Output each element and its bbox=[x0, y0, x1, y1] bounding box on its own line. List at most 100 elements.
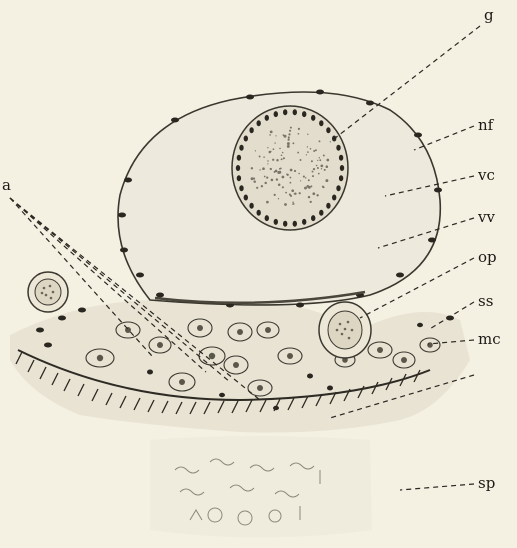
chromatin-bead bbox=[302, 219, 306, 225]
nucleoplasm-speck bbox=[310, 201, 312, 203]
chromatin-bead bbox=[274, 111, 278, 117]
nucleoplasm-speck bbox=[282, 186, 284, 188]
nucleoplasm-speck bbox=[270, 131, 273, 134]
chromatin-bead bbox=[302, 111, 306, 117]
chromatin-bead bbox=[239, 185, 243, 191]
nucleoplasm-speck bbox=[289, 194, 291, 196]
nucleoplasm-speck bbox=[264, 182, 266, 184]
nucleoplasm-speck bbox=[282, 176, 285, 179]
nucleoplasm-speck bbox=[322, 165, 323, 166]
label-mc: mc bbox=[478, 330, 501, 348]
nucleoplasm-speck bbox=[251, 167, 253, 169]
nucleoplasm-speck bbox=[307, 146, 308, 147]
nucleoplasm-speck bbox=[253, 180, 256, 183]
label-a: a bbox=[2, 176, 11, 194]
chromatin-bead bbox=[237, 175, 241, 181]
chromatin-bead bbox=[249, 203, 253, 209]
nucleoplasm-speck bbox=[267, 160, 268, 161]
nucleoplasm-speck bbox=[269, 134, 271, 136]
nucleoplasm-speck bbox=[275, 135, 276, 136]
nucleoplasm-speck bbox=[286, 173, 287, 174]
nucleoplasm-speck bbox=[305, 177, 306, 178]
label-vv: vv bbox=[477, 208, 495, 226]
nucleoplasm-speck bbox=[312, 192, 315, 195]
nucleoplasm-speck bbox=[312, 175, 314, 177]
nucleoplasm-speck bbox=[325, 179, 328, 182]
nucleoplasm-speck bbox=[310, 185, 312, 187]
chromatin-bead bbox=[283, 221, 287, 227]
nucleoplasm-speck bbox=[273, 148, 275, 150]
chromatin-bead bbox=[274, 219, 278, 225]
nucleoplasm-speck bbox=[288, 133, 290, 135]
label-vc: vc bbox=[477, 166, 495, 184]
nucleoplasm-speck bbox=[270, 151, 271, 152]
nucleoplasm-speck bbox=[326, 159, 329, 162]
nucleoplasm-speck bbox=[313, 150, 315, 152]
germinal-vesicle bbox=[232, 106, 348, 230]
nucleoplasm-speck bbox=[318, 173, 320, 175]
chromatin-bead bbox=[236, 165, 240, 171]
nucleoplasm-speck bbox=[289, 177, 291, 179]
nucleoplasm-speck bbox=[298, 133, 300, 135]
nucleoplasm-speck bbox=[290, 182, 292, 184]
nucleoplasm-speck bbox=[308, 179, 310, 181]
chromatin-bead bbox=[326, 127, 330, 133]
chromatin-bead bbox=[319, 120, 323, 126]
nucleoplasm-speck bbox=[293, 203, 295, 205]
nucleoplasm-speck bbox=[316, 165, 318, 167]
nucleoplasm-speck bbox=[316, 194, 318, 196]
nucleoplasm-speck bbox=[284, 203, 287, 206]
nucleoplasm-speck bbox=[289, 130, 291, 132]
chromatin-bead bbox=[293, 109, 297, 115]
nucleoplasm-speck bbox=[304, 187, 307, 190]
chromatin-bead bbox=[340, 165, 344, 171]
nucleoplasm-speck bbox=[297, 152, 299, 154]
chromatin-bead bbox=[339, 155, 343, 161]
nucleoplasm-speck bbox=[274, 171, 276, 173]
nucleoplasm-speck bbox=[310, 148, 312, 150]
nucleoplasm-speck bbox=[283, 157, 285, 159]
nucleoplasm-speck bbox=[279, 148, 281, 150]
nucleoplasm-speck bbox=[264, 176, 266, 178]
nucleoplasm-speck bbox=[266, 201, 269, 204]
nucleoplasm-speck bbox=[276, 178, 278, 180]
nucleoplasm-speck bbox=[312, 171, 314, 173]
nucleoplasm-speck bbox=[276, 159, 278, 161]
nucleoplasm-speck bbox=[303, 176, 305, 178]
nucleoplasm-speck bbox=[306, 185, 309, 188]
nucleoplasm-speck bbox=[300, 180, 301, 181]
nucleoplasm-speck bbox=[288, 139, 290, 141]
nucleoplasm-speck bbox=[281, 155, 283, 157]
chromatin-bead bbox=[283, 109, 287, 115]
nucleoplasm-speck bbox=[278, 198, 279, 199]
nucleoplasm-speck bbox=[278, 171, 281, 174]
nucleoplasm-speck bbox=[324, 169, 326, 171]
nucleoplasm-speck bbox=[299, 192, 301, 194]
nucleoplasm-speck bbox=[255, 150, 256, 151]
nucleoplasm-speck bbox=[284, 135, 287, 138]
nucleoplasm-speck bbox=[266, 177, 268, 179]
chromatin-bead bbox=[339, 175, 343, 181]
nucleoplasm-speck bbox=[308, 196, 310, 198]
nucleoplasm-speck bbox=[298, 173, 300, 175]
nucleoplasm-speck bbox=[274, 142, 275, 143]
primordial-oocyte bbox=[319, 302, 371, 358]
nucleoplasm-speck bbox=[307, 151, 309, 153]
nucleoplasm-speck bbox=[290, 169, 293, 172]
nucleoplasm-speck bbox=[307, 134, 308, 135]
chromatin-bead bbox=[332, 195, 336, 201]
nucleoplasm-speck bbox=[315, 149, 317, 151]
nucleoplasm-speck bbox=[285, 192, 287, 194]
nucleoplasm-speck bbox=[282, 152, 284, 154]
chromatin-bead bbox=[293, 221, 297, 227]
nucleoplasm-speck bbox=[278, 183, 281, 186]
chromatin-bead bbox=[311, 115, 315, 121]
nucleoplasm-speck bbox=[313, 168, 315, 170]
nucleoplasm-speck bbox=[270, 168, 272, 170]
chromatin-bead bbox=[244, 195, 248, 201]
chromatin-bead bbox=[257, 120, 261, 126]
nucleoplasm-speck bbox=[323, 187, 325, 189]
nucleoplasm-speck bbox=[317, 160, 318, 161]
chromatin-bead bbox=[244, 136, 248, 142]
